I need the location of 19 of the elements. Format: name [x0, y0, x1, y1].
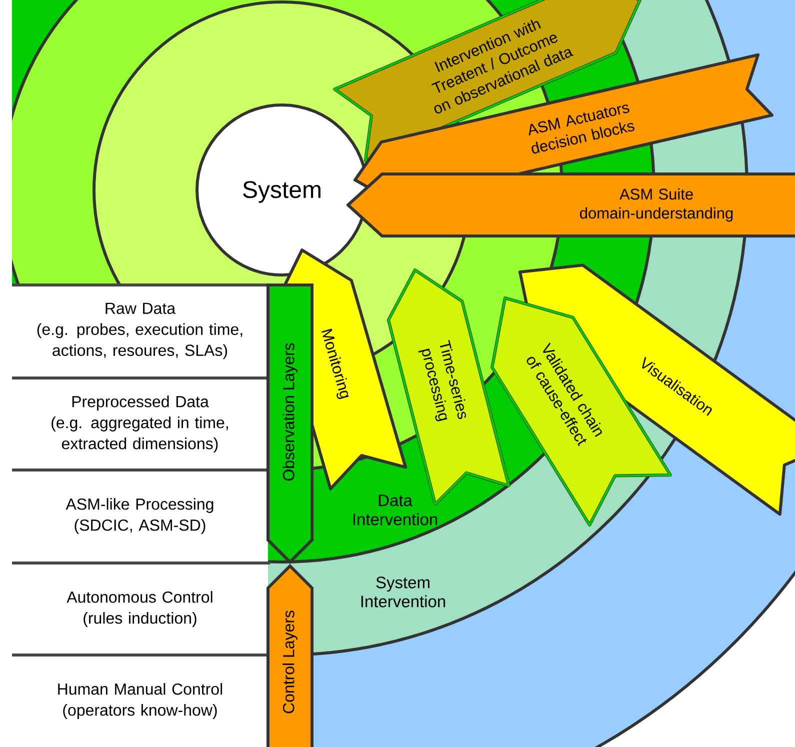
table-cell: Human Manual Control (operators know-how) — [12, 655, 268, 747]
ring-label: System Intervention — [361, 576, 446, 608]
node-label: Preprocessed Data — [72, 396, 209, 410]
table-cell: Autonomous Control (rules induction) — [12, 563, 268, 655]
node-label: Human Manual Control — [58, 683, 222, 695]
chevron-banner: ASM Suite domain-understanding — [346, 172, 795, 238]
node-label: Autonomous Control — [66, 591, 212, 603]
layer-band: Control Layers — [266, 564, 314, 747]
node-label: Raw Data — [106, 302, 176, 314]
node-label: (operators know-how) — [63, 704, 217, 719]
node-label: ASM-like Processing — [66, 498, 214, 513]
node-label: (e.g. probes, execution time, actions, resoures, SLAs) — [37, 323, 242, 360]
table-cell: Preprocessed Data (e.g. aggregated in time, extracted dimensions) — [12, 378, 268, 470]
table-cell: Raw Data (e.g. probes, execution time, actions, resoures, SLAs) — [12, 285, 268, 377]
layer-band: Observation Layers — [266, 284, 314, 564]
node-label: (SDCIC, ASM-SD) — [74, 519, 206, 534]
table-cell: ASM-like Processing (SDCIC, ASM-SD) — [12, 470, 268, 562]
node-label: (e.g. aggregated in time, extracted dimensions) — [52, 416, 228, 452]
node-label: (rules induction) — [84, 612, 196, 627]
